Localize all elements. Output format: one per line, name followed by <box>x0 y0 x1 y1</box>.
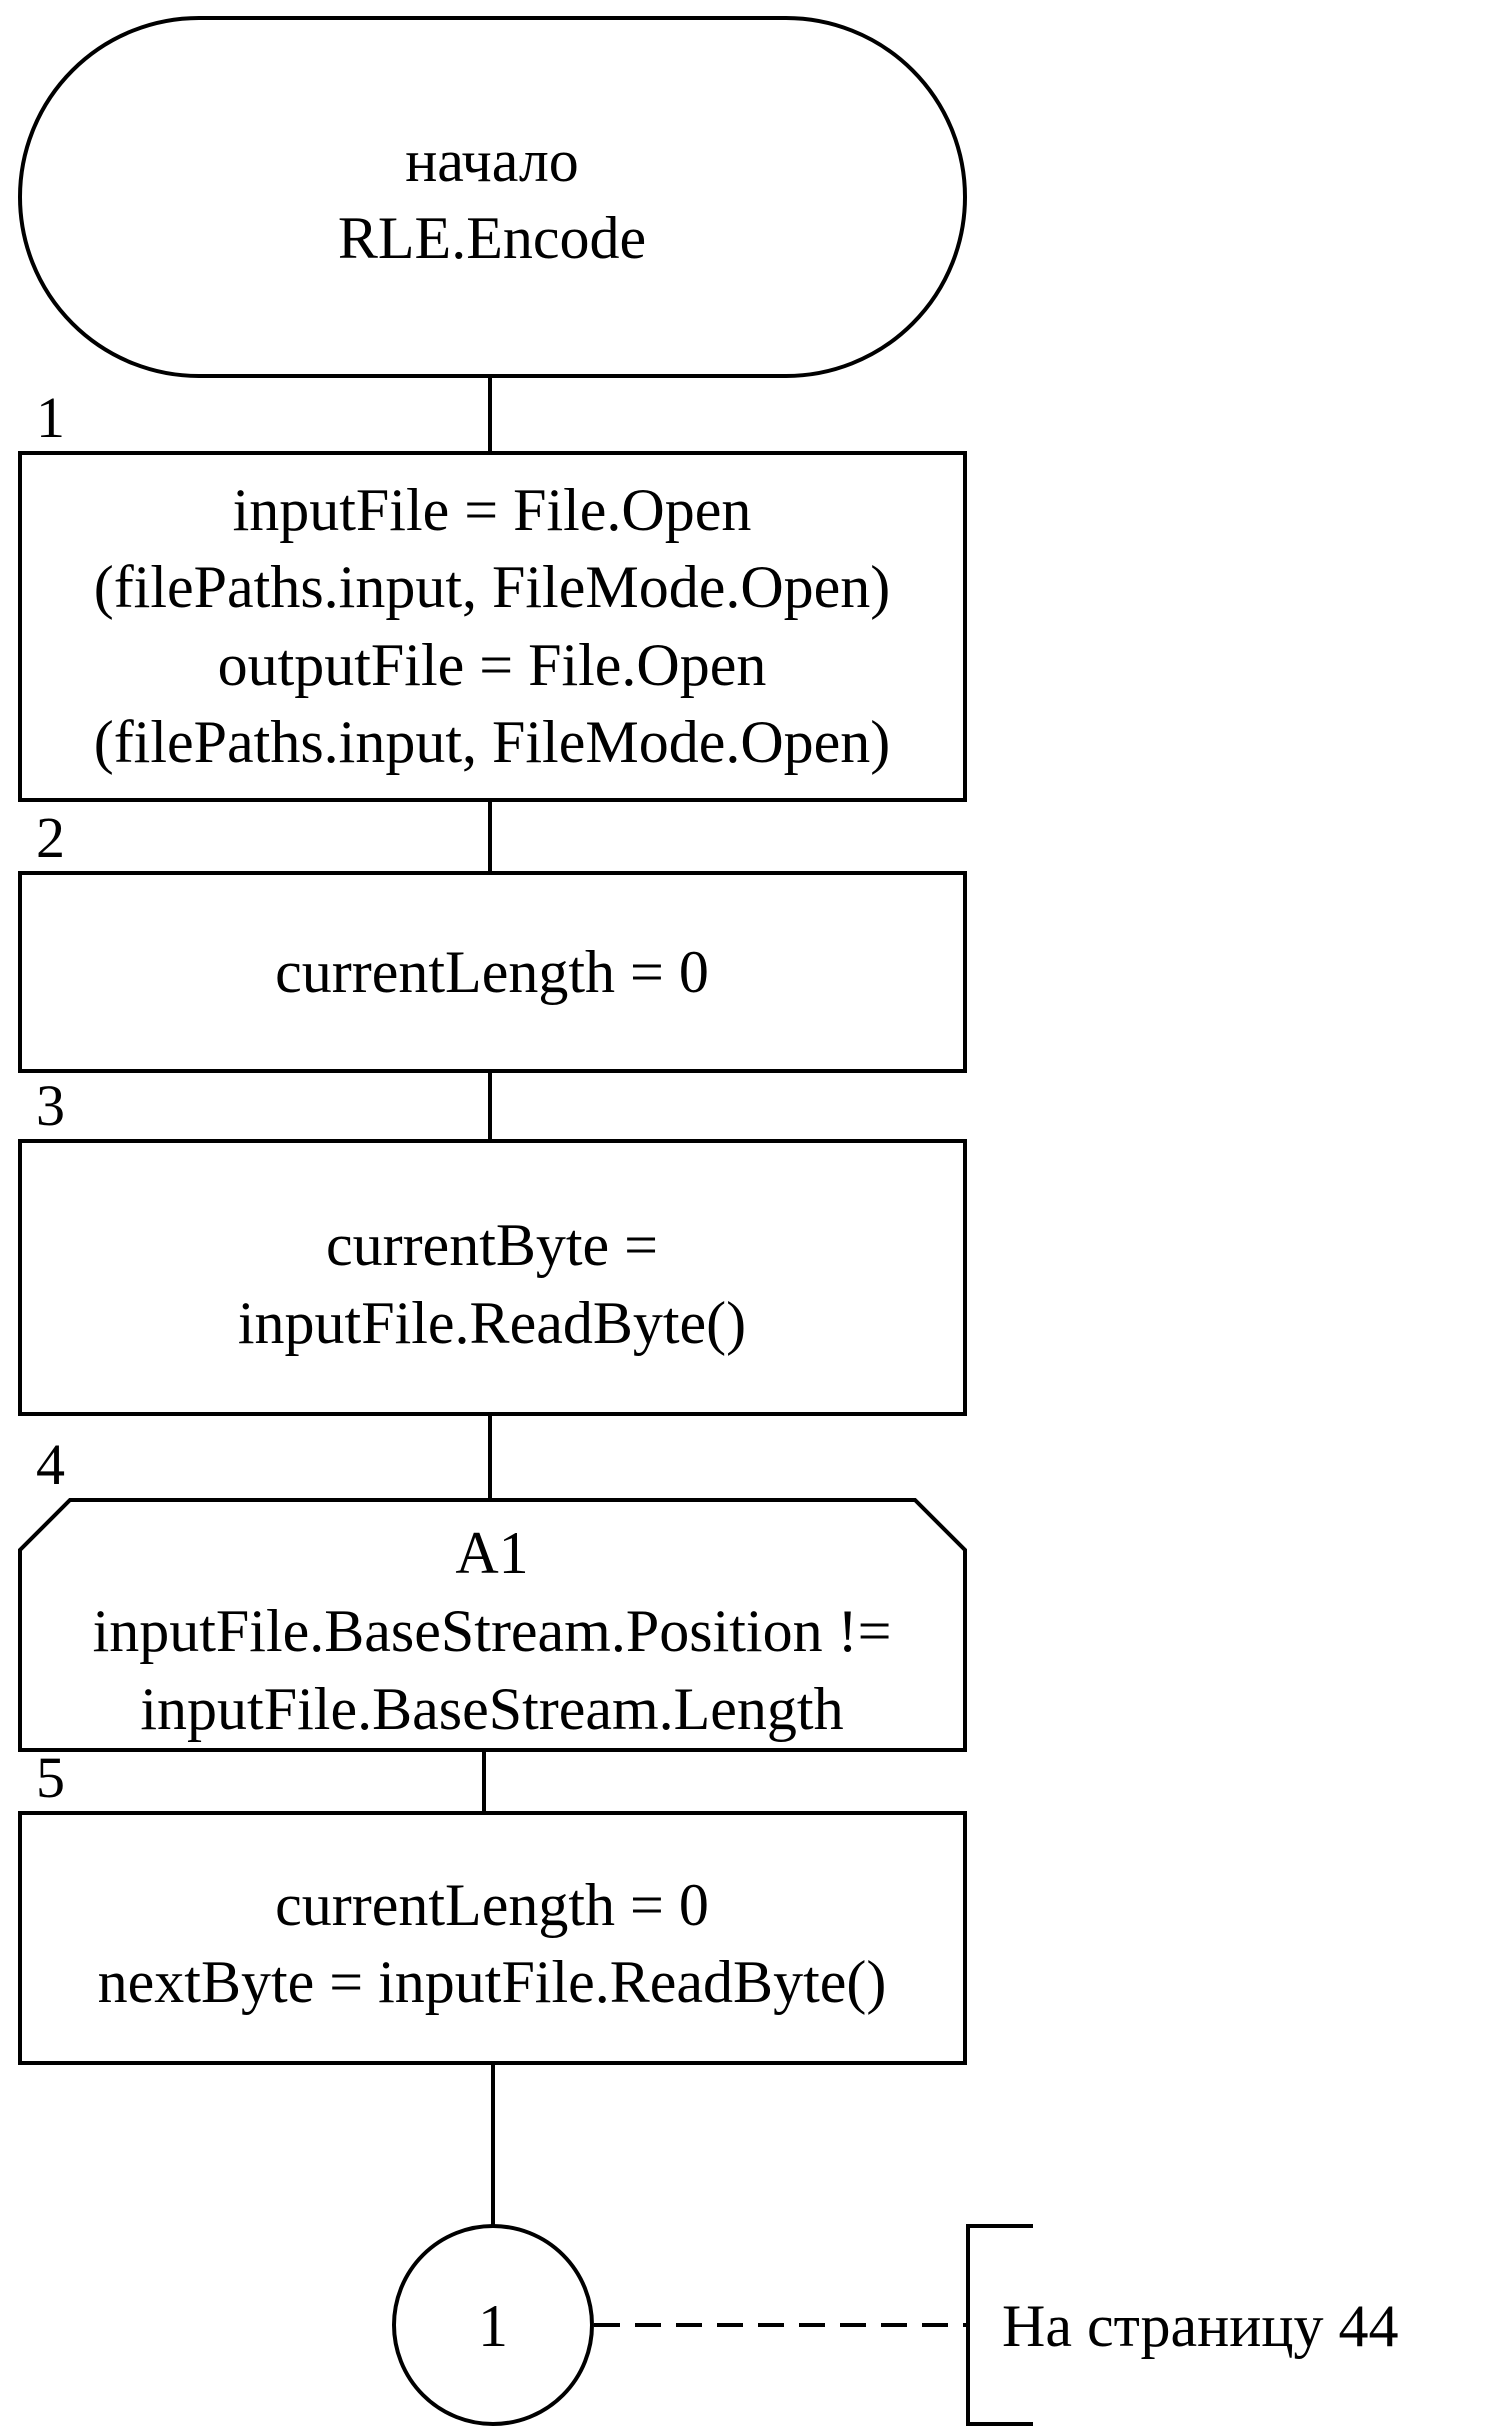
block-4-number: 4 <box>36 1432 65 1497</box>
block-2-shape <box>18 871 967 1073</box>
block-4-line-1: A1 <box>455 1520 528 1586</box>
block-5-shape <box>18 1811 967 2065</box>
block-4-line-2: inputFile.BaseStream.Position != <box>93 1598 892 1664</box>
block-1-number: 1 <box>36 385 65 450</box>
block-1-shape <box>18 451 967 802</box>
block-1-line-2: (filePaths.input, FileMode.Open) <box>94 554 891 620</box>
page-connector-label: 1 <box>478 2293 508 2359</box>
loop-start-block-4: 4 A1 inputFile.BaseStream.Position != in… <box>18 1432 967 1752</box>
process-block-3: 3 currentByte = inputFile.ReadByte() <box>18 1073 967 1416</box>
process-block-2: 2 currentLength = 0 <box>18 805 967 1073</box>
start-terminator: начало RLE.Encode <box>18 16 967 378</box>
block-2-number: 2 <box>36 805 65 870</box>
block-5-line-1: currentLength = 0 <box>275 1872 709 1938</box>
block-1-line-3: outputFile = File.Open <box>218 632 767 698</box>
page-connector: 1 <box>392 2224 594 2426</box>
start-terminator-shape <box>18 16 967 378</box>
block-5-number: 5 <box>36 1745 65 1810</box>
block-5-line-2: nextByte = inputFile.ReadByte() <box>98 1949 887 2015</box>
block-4-loop-limit-shape <box>18 1498 967 1752</box>
comment-text: На страницу 44 <box>1002 2293 1399 2359</box>
page-connector-circle <box>392 2224 594 2426</box>
page-connector-comment: На страницу 44 <box>594 2224 1399 2426</box>
start-line-1: начало <box>405 128 579 194</box>
block-1-line-4: (filePaths.input, FileMode.Open) <box>94 709 891 775</box>
block-2-line-1: currentLength = 0 <box>275 939 709 1005</box>
block-1-line-1: inputFile = File.Open <box>233 477 752 543</box>
comment-bracket <box>966 2224 1033 2426</box>
block-3-shape <box>18 1139 967 1416</box>
block-3-line-2: inputFile.ReadByte() <box>238 1290 746 1356</box>
process-block-1: 1 inputFile = File.Open (filePaths.input… <box>18 385 967 802</box>
process-block-5: 5 currentLength = 0 nextByte = inputFile… <box>18 1745 967 2065</box>
connector-lines <box>482 376 495 2226</box>
block-3-line-1: currentByte = <box>326 1212 658 1278</box>
block-4-line-3: inputFile.BaseStream.Length <box>140 1676 843 1742</box>
start-line-2: RLE.Encode <box>338 205 646 271</box>
block-3-number: 3 <box>36 1073 65 1138</box>
